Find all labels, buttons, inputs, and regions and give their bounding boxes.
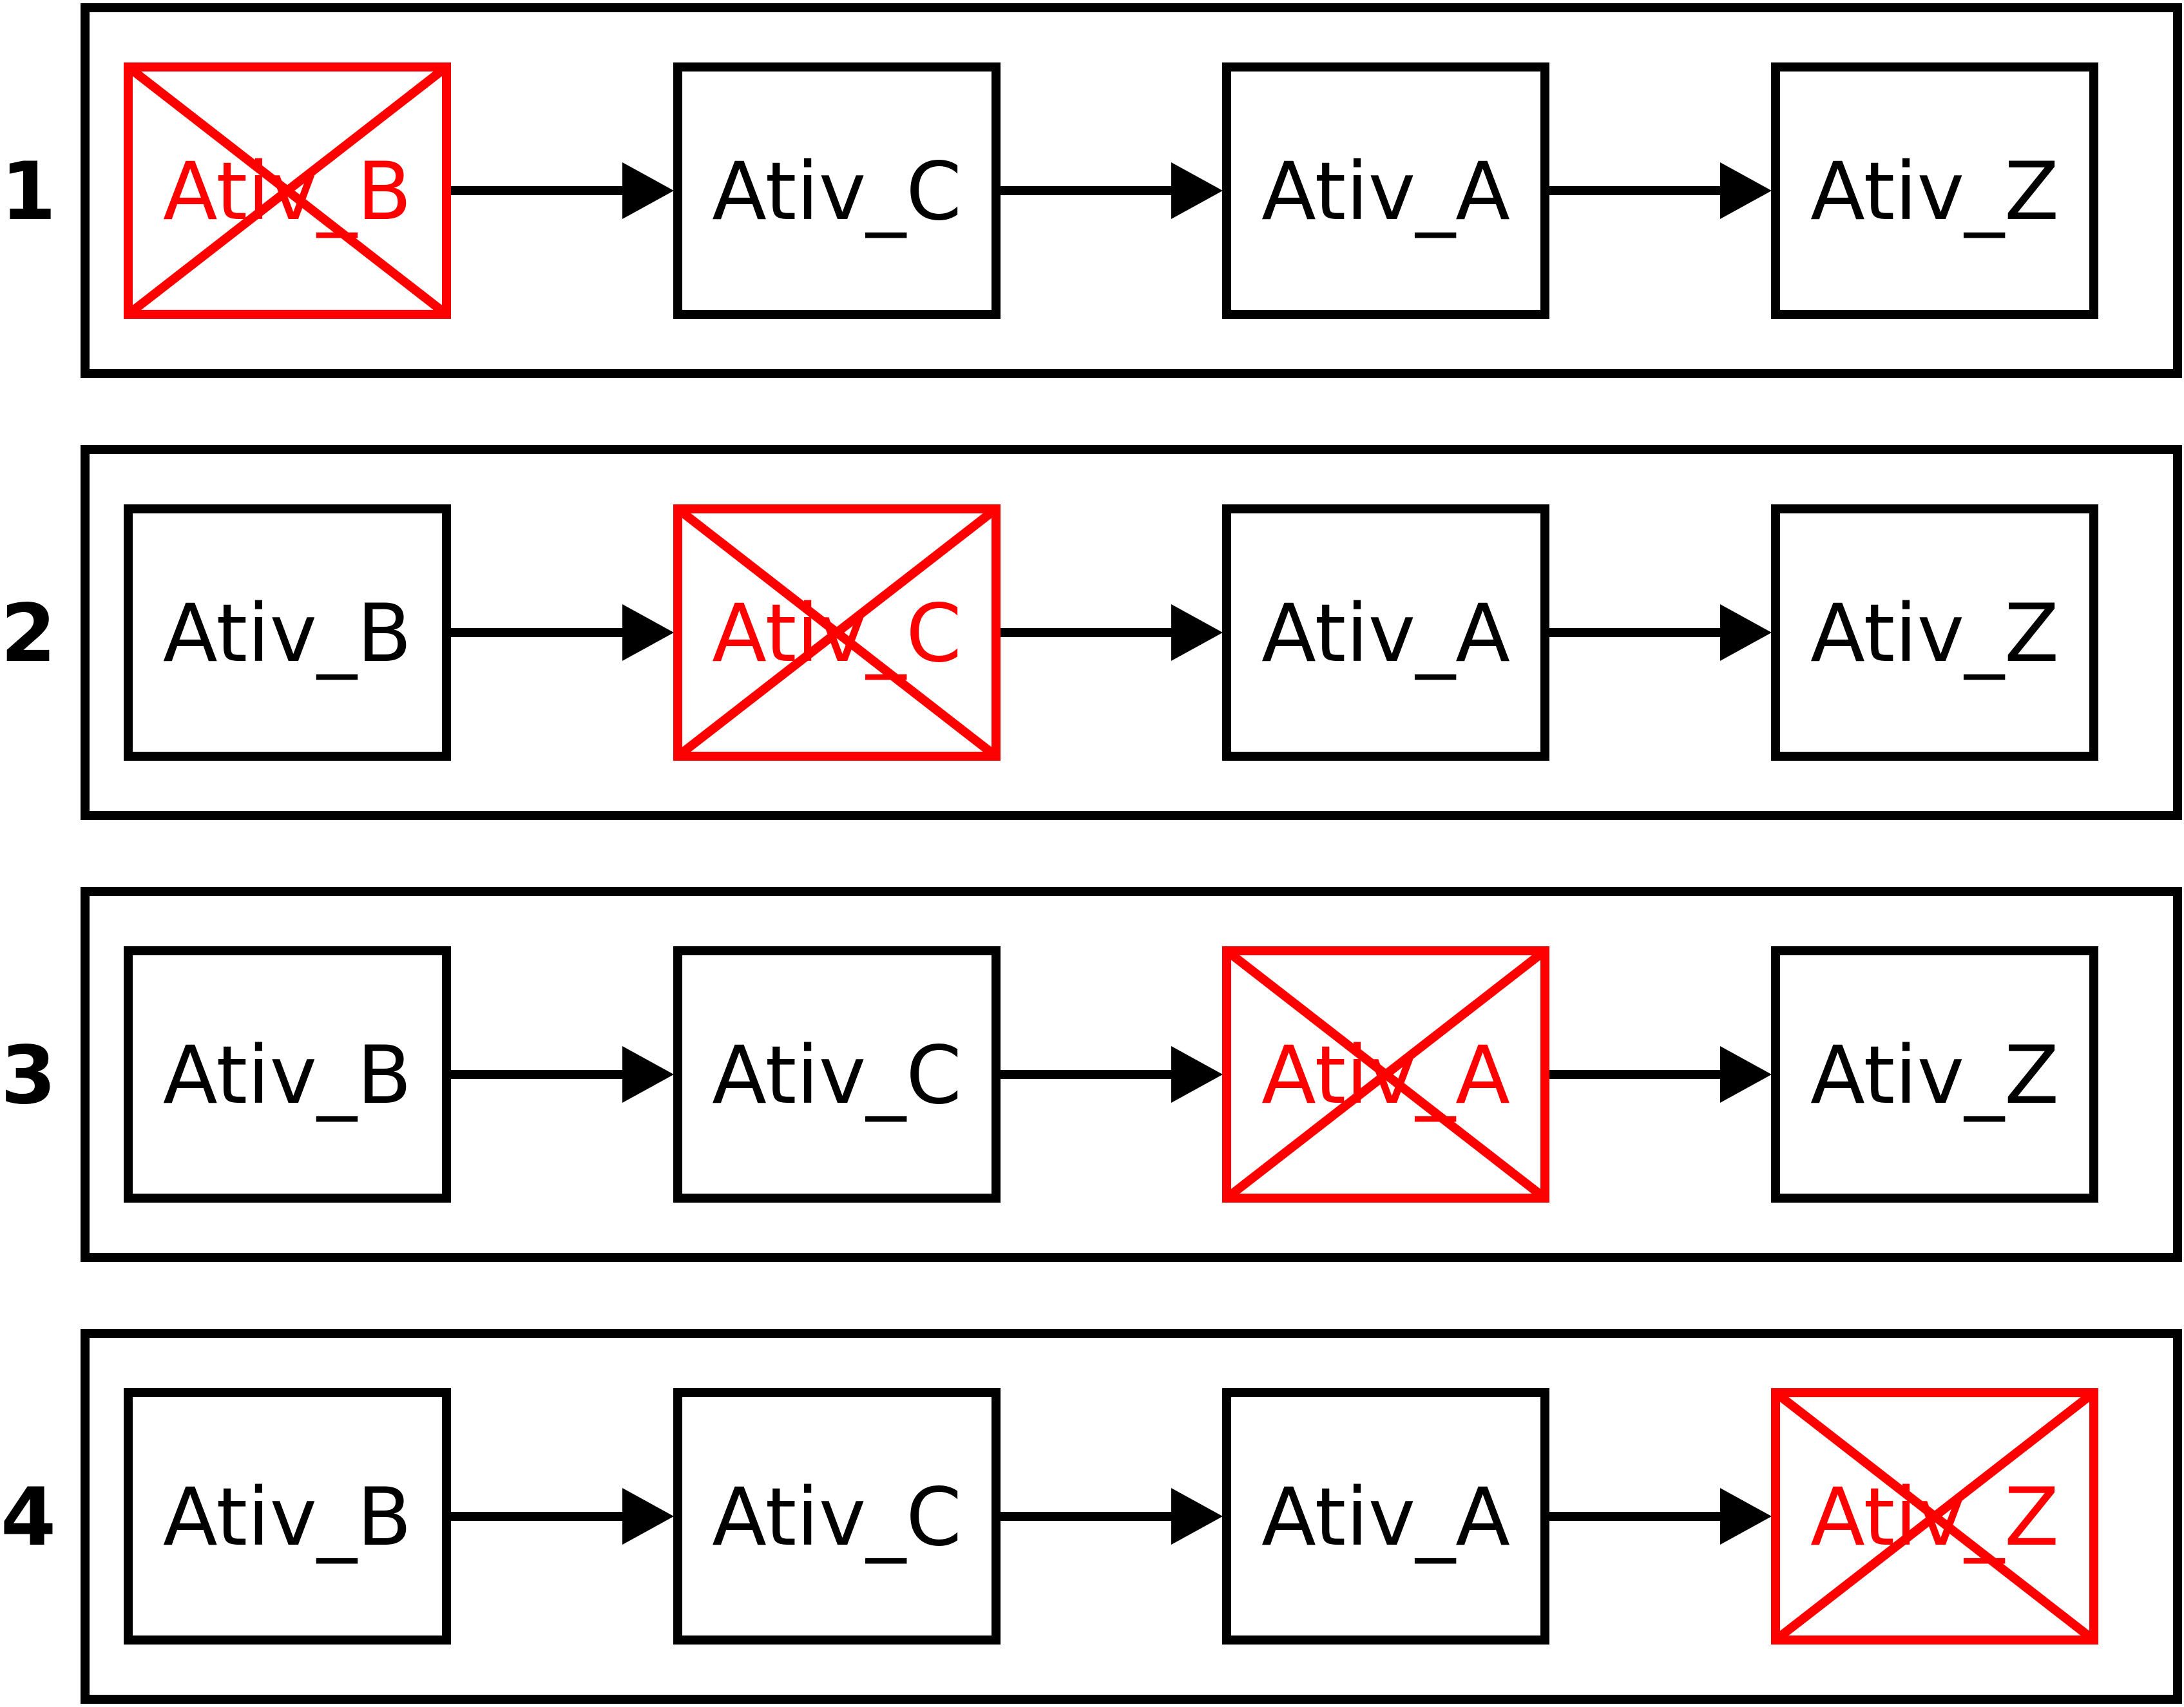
row-number: 2 xyxy=(1,587,56,680)
row-frame xyxy=(81,445,2182,820)
row-number: 4 xyxy=(1,1471,56,1564)
row-frame xyxy=(81,3,2182,378)
row-number: 3 xyxy=(1,1029,56,1122)
activity-box xyxy=(1222,1388,1549,1645)
sequence-arrow xyxy=(449,1046,674,1103)
activity-box xyxy=(1222,946,1549,1203)
activity-label: Ativ_A xyxy=(1261,146,1510,238)
activity-box xyxy=(124,946,451,1203)
activity-label: Ativ_B xyxy=(163,1029,412,1122)
activity-box xyxy=(1222,62,1549,319)
activity-box xyxy=(673,504,1001,761)
sequence-arrow xyxy=(449,1488,674,1545)
activity-box xyxy=(673,946,1001,1203)
activity-label: Ativ_B xyxy=(163,1471,412,1564)
activity-node: Ativ_A xyxy=(1222,504,1549,761)
arrow-head xyxy=(1171,162,1223,219)
sequence-arrow xyxy=(999,1046,1223,1103)
activity-node: Ativ_C xyxy=(673,62,1001,319)
removed-activity-node: Ativ_Z xyxy=(1771,1388,2098,1645)
arrow-head xyxy=(1171,604,1223,661)
activity-label: Ativ_C xyxy=(712,1029,962,1122)
activity-node: Ativ_Z xyxy=(1771,62,2098,319)
activity-box xyxy=(1771,62,2098,319)
sequence-arrow xyxy=(449,604,674,661)
activity-box xyxy=(1771,504,2098,761)
arrow-head xyxy=(1171,1488,1223,1545)
row-frame xyxy=(81,887,2182,1262)
arrow-head xyxy=(1720,1046,1772,1103)
arrow-head xyxy=(622,162,674,219)
activity-label: Ativ_A xyxy=(1261,1471,1510,1564)
activity-node: Ativ_C xyxy=(673,946,1001,1203)
arrow-head xyxy=(622,1046,674,1103)
arrow-head xyxy=(622,604,674,661)
activity-label: Ativ_Z xyxy=(1810,587,2059,680)
activity-label: Ativ_B xyxy=(163,587,412,680)
variant-row-1: 1 Ativ_B Ativ_C Ativ_A Ativ_Z xyxy=(1,3,2182,378)
sequence-arrow xyxy=(1547,604,1772,661)
removed-activity-node: Ativ_C xyxy=(673,504,1001,761)
sequence-arrow xyxy=(999,162,1223,219)
cross-out-line xyxy=(675,505,999,760)
arrow-head xyxy=(1720,1488,1772,1545)
variant-row-2: 2 Ativ_B Ativ_C Ativ_A Ativ_Z xyxy=(1,445,2182,820)
activity-node: Ativ_Z xyxy=(1771,504,2098,761)
activity-box xyxy=(124,62,451,319)
cross-out-line xyxy=(1223,947,1548,1202)
cross-out-line xyxy=(125,63,450,318)
activity-box xyxy=(1771,1388,2098,1645)
activity-box xyxy=(673,62,1001,319)
activity-box xyxy=(124,504,451,761)
row-frame xyxy=(81,1329,2182,1704)
activity-label: Ativ_C xyxy=(712,1471,962,1564)
row-number: 1 xyxy=(1,146,56,238)
sequence-arrow xyxy=(1547,1046,1772,1103)
activity-box xyxy=(1222,504,1549,761)
activity-box xyxy=(1771,946,2098,1203)
arrow-head xyxy=(1720,604,1772,661)
rows-layer: 1Ativ_BAtiv_CAtiv_AAtiv_Z2Ativ_BAtiv_CAt… xyxy=(1,3,2182,1704)
variant-row-3: 3 Ativ_B Ativ_C Ativ_A Ativ_Z xyxy=(1,887,2182,1262)
activity-label: Ativ_Z xyxy=(1810,1029,2059,1122)
activity-node: Ativ_B xyxy=(124,1388,451,1645)
activity-label: Ativ_C xyxy=(712,146,962,238)
sequence-arrow xyxy=(999,1488,1223,1545)
activity-node: Ativ_B xyxy=(124,504,451,761)
sequence-arrow xyxy=(1547,1488,1772,1545)
removed-activity-node: Ativ_B xyxy=(124,62,451,319)
variant-row-4: 4 Ativ_B Ativ_C Ativ_A Ativ_Z xyxy=(1,1329,2182,1704)
activity-node: Ativ_A xyxy=(1222,62,1549,319)
activity-box xyxy=(673,1388,1001,1645)
arrow-head xyxy=(1171,1046,1223,1103)
activity-node: Ativ_C xyxy=(673,1388,1001,1645)
sequence-arrow xyxy=(449,162,674,219)
activity-label: Ativ_A xyxy=(1261,587,1510,680)
activity-box xyxy=(124,1388,451,1645)
arrow-head xyxy=(1720,162,1772,219)
removed-activity-node: Ativ_A xyxy=(1222,946,1549,1203)
activity-node: Ativ_A xyxy=(1222,1388,1549,1645)
activity-node: Ativ_B xyxy=(124,946,451,1203)
cross-out-line xyxy=(1772,1389,2097,1644)
activity-node: Ativ_Z xyxy=(1771,946,2098,1203)
sequence-arrow xyxy=(999,604,1223,661)
sequence-arrow xyxy=(1547,162,1772,219)
activity-label: Ativ_Z xyxy=(1810,146,2059,238)
arrow-head xyxy=(622,1488,674,1545)
